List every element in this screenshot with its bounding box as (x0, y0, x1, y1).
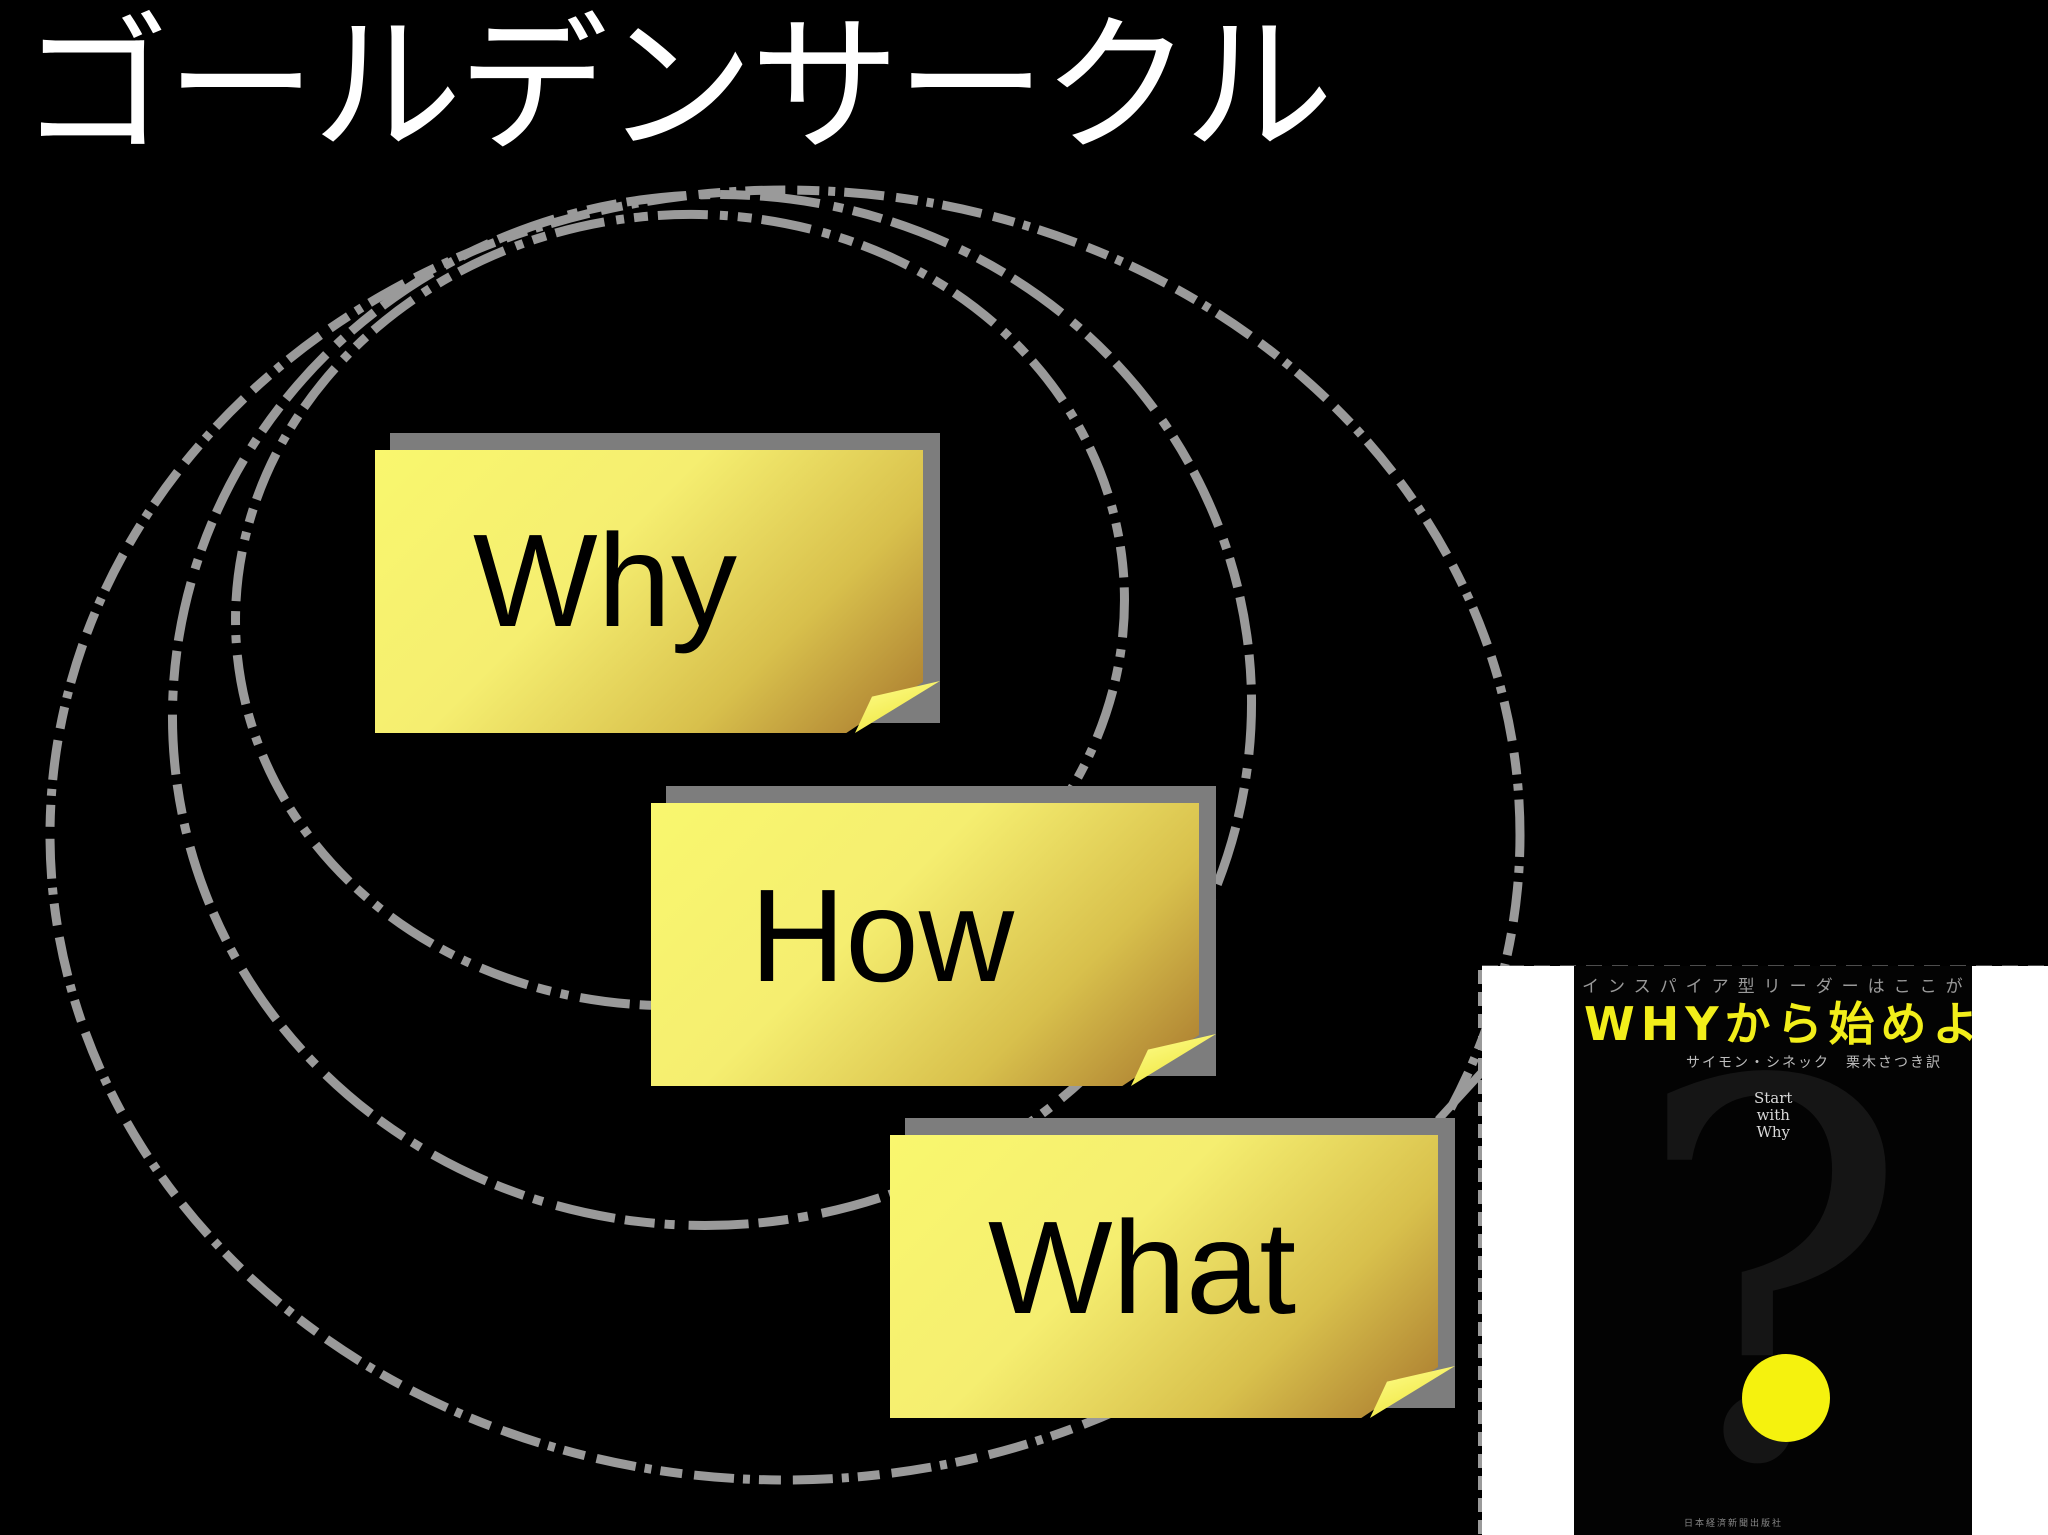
why-label: Why (473, 507, 737, 654)
book-publisher: 日本経済新聞出版社 (1684, 1519, 1784, 1529)
how-label: How (750, 862, 1015, 1009)
question-mark-graphic: ? (1632, 973, 1911, 1535)
what-label: What (988, 1194, 1297, 1341)
outer-ring-what (45, 185, 1525, 1485)
book-connector-line (1435, 1069, 1485, 1123)
why-note: Why (375, 433, 940, 733)
how-note: How (651, 786, 1216, 1086)
book-english-title-line: Why (1756, 1123, 1790, 1141)
yellow-dot-graphic (1742, 1354, 1830, 1442)
middle-ring-how (167, 190, 1257, 1230)
book-title: WHYから始めよ！ (1584, 997, 1972, 1051)
book-tagline: インスパイア型リーダーはここが違う (1582, 977, 1972, 997)
book-cover: ? インスパイア型リーダーはここが違う WHYから始めよ！ サイモン・シネック … (1574, 966, 1972, 1535)
book-author: サイモン・シネック 栗木さつき訳 (1686, 1055, 1942, 1071)
book-english-title-line: with (1756, 1106, 1790, 1124)
what-note: What (890, 1118, 1455, 1418)
book-english-title-line: Start (1754, 1089, 1793, 1107)
slide-title: ゴールデンサークル (20, 0, 1334, 174)
book-english-title: Start with Why (1754, 1090, 1792, 1141)
